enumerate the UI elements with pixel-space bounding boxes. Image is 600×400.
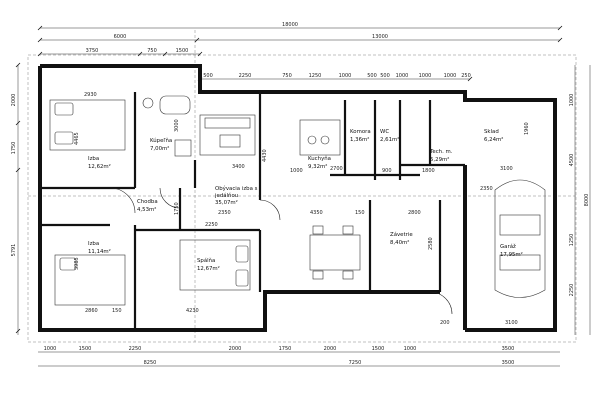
- dim-bot1-0: 1000: [44, 346, 57, 352]
- dim-int-17: 150: [112, 308, 122, 314]
- dim-int-1: 4465: [74, 132, 80, 145]
- dim-int-5: 2700: [330, 166, 343, 172]
- room-obyvacka-name2: jedálňou: [214, 192, 238, 199]
- axis-lines: [27, 30, 577, 343]
- dim-top4-0: 500: [203, 73, 213, 79]
- dim-int-12: 150: [355, 210, 365, 216]
- dim-int-18: 4230: [186, 308, 199, 314]
- dim-right-2250: 2250: [569, 284, 575, 297]
- room-obyvacka-area: 35,07m²: [215, 199, 238, 206]
- dim-bot1-4: 1750: [279, 346, 292, 352]
- dim-int-0: 2930: [84, 92, 97, 98]
- dim-top4-1: 2250: [239, 73, 252, 79]
- room-sklad-name: Sklad: [484, 129, 499, 135]
- dim-top4-6: 500: [380, 73, 390, 79]
- dim-int-14: 2250: [205, 222, 218, 228]
- room-obyvacka-name: Obývacia izba s: [215, 185, 258, 192]
- dim-top4-10: 250: [461, 73, 471, 79]
- dim-int-20: 2580: [428, 237, 434, 250]
- dim-top4-7: 1000: [396, 73, 409, 79]
- dim-int-6: 900: [382, 168, 392, 174]
- room-wc-area: 2,61m²: [380, 136, 399, 143]
- right-dimensions: 1000 4500 1250 2250 8000: [569, 65, 591, 335]
- room-spalna-area: 12,67m²: [197, 265, 220, 272]
- dim-top-750: 750: [147, 48, 157, 54]
- room-spalna-name: Spálňa: [197, 257, 215, 264]
- interior-dimensions: 2930 4465 3000 3400 4430 2700 900 1800 3…: [74, 92, 530, 326]
- room-kuchyna-name: Kuchyňa: [308, 155, 331, 162]
- room-komora-name: Komora: [350, 129, 371, 135]
- room-labels: Izba 12,62m² Kúpeľňa 7,00m² Obývacia izb…: [88, 129, 523, 272]
- dim-int-7: 1800: [422, 168, 435, 174]
- room-izba2-area: 11,14m²: [88, 248, 111, 255]
- dim-bot1-5: 2000: [324, 346, 337, 352]
- dim-right-1250: 1250: [569, 234, 575, 247]
- dim-top-1500: 1500: [176, 48, 189, 54]
- dim-bot1-7: 1000: [404, 346, 417, 352]
- dim-int-27: 2350: [480, 186, 493, 192]
- bottom-dimensions: 1000 1500 2250 2000 1750 2000 1500 1000 …: [38, 346, 560, 367]
- room-izba1-name: Izba: [88, 156, 99, 162]
- top-dimensions: 18000 6000 13000 3750 750 1500 500 2250 …: [37, 22, 563, 82]
- room-wc-name: WC: [380, 129, 389, 135]
- dim-left-2000: 2000: [11, 94, 17, 107]
- dim-int-23: 1000: [290, 168, 303, 174]
- dim-top4-2: 750: [282, 73, 292, 79]
- dim-left-1750: 1750: [11, 142, 17, 155]
- room-zadverie-area: 8,40m²: [390, 239, 409, 246]
- dim-top4-4: 1000: [339, 73, 352, 79]
- room-komora-area: 1,36m²: [350, 136, 369, 143]
- dim-int-19: 3985: [74, 257, 80, 270]
- dim-bot1-6: 1500: [372, 346, 385, 352]
- dim-bot1-8: 3500: [502, 346, 515, 352]
- dim-int-10: 2350: [218, 210, 231, 216]
- room-zadverie-name: Závetrie: [390, 231, 413, 238]
- dim-int-13: 2800: [408, 210, 421, 216]
- room-techm-name: Tech. m.: [429, 149, 453, 155]
- dim-top-3750: 3750: [86, 48, 99, 54]
- dim-int-2: 3000: [174, 119, 180, 132]
- dim-bot1-1: 1500: [79, 346, 92, 352]
- room-kuchyna-area: 9,32m²: [308, 163, 327, 170]
- dim-top-overall: 18000: [282, 22, 298, 28]
- dim-bot1-2: 2250: [129, 346, 142, 352]
- room-kupelna-name: Kúpeľňa: [150, 137, 172, 144]
- dim-right-4500: 4500: [569, 154, 575, 167]
- dim-int-9: 1960: [524, 122, 530, 135]
- dim-int-3: 3400: [232, 164, 245, 170]
- furniture: [49, 95, 546, 315]
- dim-top-6000: 6000: [114, 34, 127, 40]
- dim-int-16: 2860: [85, 308, 98, 314]
- dim-top4-8: 1000: [419, 73, 432, 79]
- room-sklad-area: 6,24m²: [484, 136, 503, 143]
- dim-right-8000: 8000: [584, 194, 590, 207]
- room-izba2-name: Izba: [88, 241, 99, 247]
- dim-int-11: 4350: [310, 210, 323, 216]
- dim-int-29: 200: [440, 320, 450, 326]
- dim-bot2-1: 7250: [349, 360, 362, 366]
- room-izba1-area: 12,62m²: [88, 163, 111, 170]
- dim-bot1-3: 2000: [229, 346, 242, 352]
- dim-left-5791: 5791: [11, 244, 17, 257]
- room-kupelna-area: 7,00m²: [150, 145, 169, 152]
- room-garaz-name: Garáž: [500, 243, 516, 250]
- left-dimensions: 2000 1750 5791: [11, 62, 21, 335]
- dim-top4-3: 1250: [309, 73, 322, 79]
- dim-bot2-2: 3500: [502, 360, 515, 366]
- room-garaz-area: 17,95m²: [500, 251, 523, 258]
- dim-top4-9: 1000: [444, 73, 457, 79]
- dim-top-13000: 13000: [372, 34, 388, 40]
- room-techm-area: 5,29m²: [430, 156, 449, 163]
- dim-right-1000: 1000: [569, 94, 575, 107]
- dim-bot2-0: 8250: [144, 360, 157, 366]
- dim-top4-5: 500: [367, 73, 377, 79]
- room-chodba-name: Chodba: [137, 199, 158, 205]
- dim-int-15: 1750: [174, 202, 180, 215]
- dim-int-28: 3100: [505, 320, 518, 326]
- walls: [38, 64, 557, 332]
- dim-int-4: 4430: [262, 149, 268, 162]
- dim-int-8: 3100: [500, 166, 513, 172]
- room-chodba-area: 4,53m²: [137, 206, 156, 213]
